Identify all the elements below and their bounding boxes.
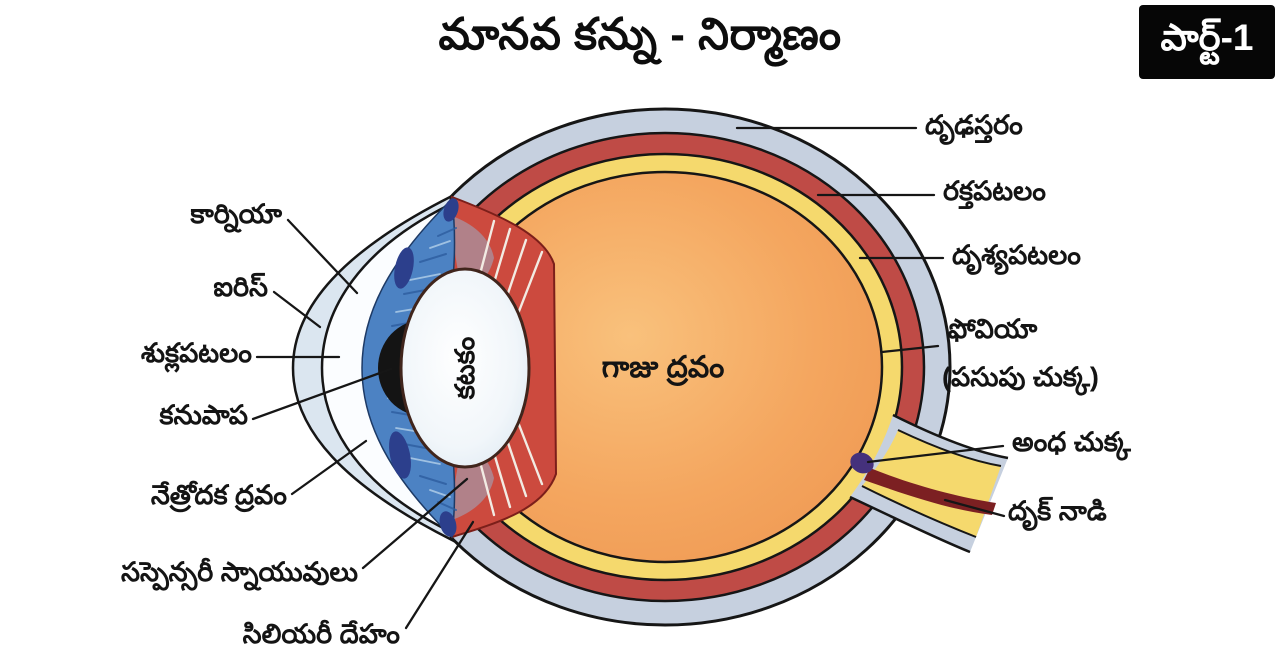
leader-line-iris <box>272 290 322 329</box>
label-pupil: కనుపాప <box>159 400 248 430</box>
label-optic-nerve: దృక్ నాడి <box>1008 496 1107 526</box>
leader-line-ciliary <box>404 520 475 630</box>
leader-lines <box>251 126 1006 630</box>
label-blind-spot: అంధ చుక్క <box>1012 427 1131 457</box>
label-ciliary-body: సిలియరీ దేహం <box>242 619 400 649</box>
leader-line-fovea <box>880 344 940 354</box>
label-sclera: దృఢస్తరం <box>925 110 1023 140</box>
optic-nerve-bottom-outline <box>849 495 971 554</box>
optic-nerve-core-bottom-outline <box>861 485 977 538</box>
lens-label: కటకం <box>450 336 480 400</box>
label-fovea-sub: (పసుపు చుక్క) <box>942 362 1099 392</box>
leader-line-optic-nerve <box>943 498 1006 518</box>
optic-nerve-stripe <box>864 468 996 515</box>
optic-nerve-core-top-outline <box>897 429 1002 467</box>
label-aqueous-humor: నేత్రోదక ద్రవం <box>150 480 287 510</box>
label-cornea: కార్నియా <box>190 199 282 229</box>
label-vitreous-humor: గాజు ద్రవం <box>601 350 725 384</box>
leader-line-aqueous <box>290 439 368 496</box>
ligament-strand <box>514 415 544 486</box>
lens <box>399 267 531 469</box>
leader-line-suspensory <box>361 477 469 570</box>
optic-nerve-top-outline <box>892 413 1009 460</box>
ligament-strand <box>514 250 544 321</box>
leader-line-pupil <box>251 367 393 421</box>
page-title: మానవ కన్ను - నిర్మాణం <box>438 10 842 59</box>
blind-spot <box>850 452 874 474</box>
label-suspensory-ligaments: సస్పెన్సరీ స్నాయువులు <box>120 557 358 587</box>
part-badge: పార్ట్-1 <box>1139 5 1275 79</box>
label-iris: ఐరిస్ <box>213 272 268 302</box>
label-fovea: ఫోవియా <box>948 314 1038 344</box>
label-retina: దృశ్యపటలం <box>952 240 1081 270</box>
leader-line-cornea <box>286 218 359 295</box>
leader-line-blind-spot <box>866 444 1005 464</box>
label-choroid: రక్తపటలం <box>943 176 1046 206</box>
iris-dark-patches <box>389 198 459 537</box>
label-sclera-front: శుక్లపటలం <box>140 338 252 368</box>
